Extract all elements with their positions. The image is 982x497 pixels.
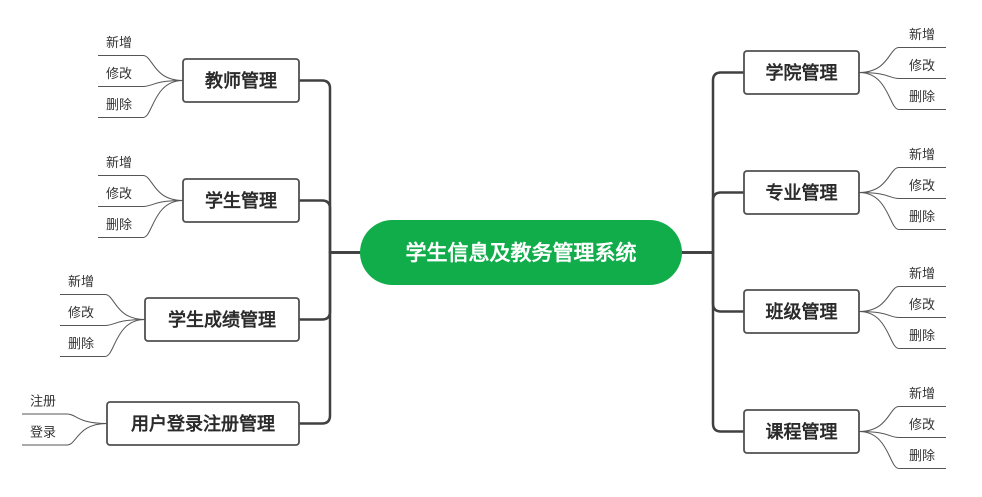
left-branch-0-box	[182, 58, 300, 103]
left-branch-1-box	[182, 178, 300, 223]
right-branch-2-leaf-0-connector	[858, 286, 946, 312]
left-branch-2-box	[144, 297, 300, 342]
left-branch-1-leaf-0-connector	[98, 175, 184, 201]
right-branch-0-leaf-1[interactable]: 修改	[909, 59, 935, 74]
right-branch-0-leaf-1-connector	[858, 72, 946, 79]
left-branch-0-node[interactable]: 教师管理	[182, 58, 300, 103]
right-branch-1-connector	[680, 191, 746, 254]
right-branch-3-leaf-0[interactable]: 新增	[909, 386, 935, 402]
root-node-label: 学生信息及教务管理系统	[406, 241, 637, 265]
right-branch-1-box	[743, 170, 860, 215]
left-branch-0-leaf-2-connector	[98, 80, 184, 118]
right-branch-1-node[interactable]: 专业管理	[743, 170, 860, 215]
right-branch-3-box	[743, 409, 860, 454]
right-branch-2-node[interactable]: 班级管理	[743, 289, 860, 334]
right-branch-0-leaf-2[interactable]: 删除	[909, 90, 935, 105]
left-branch-0-leaf-1[interactable]: 修改	[106, 67, 132, 82]
right-branch-3-connector	[680, 251, 746, 433]
left-branch-1-leaf-0[interactable]: 新增	[106, 155, 132, 171]
leaves-layer: 新增修改删除新增修改删除新增修改删除注册登录新增修改删除新增修改删除新增修改删除…	[22, 27, 946, 469]
left-branch-3-leaf-1[interactable]: 登录	[30, 426, 56, 441]
right-branch-3-node[interactable]: 课程管理	[743, 409, 860, 454]
left-branch-3-label: 用户登录注册管理	[131, 413, 275, 435]
right-branch-0-box	[743, 50, 860, 95]
left-branch-1-leaf-1[interactable]: 修改	[106, 187, 132, 202]
left-branch-2-leaf-2-connector	[60, 319, 146, 357]
left-branch-2-leaf-1-connector	[60, 319, 146, 326]
left-branch-1-leaf-2-connector	[98, 200, 184, 238]
right-branch-1-leaf-2-connector	[858, 192, 946, 230]
left-branch-0-label: 教师管理	[205, 70, 277, 92]
left-branch-2-label: 学生成绩管理	[168, 309, 276, 331]
right-branch-3-leaf-2-connector	[858, 431, 946, 469]
right-branch-3-leaf-0-connector	[858, 406, 946, 432]
left-branch-0-leaf-1-connector	[98, 80, 184, 87]
root-node-box	[360, 220, 682, 285]
left-branch-2-leaf-1[interactable]: 修改	[68, 306, 94, 321]
left-branch-3-leaf-0-connector	[22, 413, 108, 424]
right-branch-2-leaf-2-connector	[858, 311, 946, 349]
left-branch-2-node[interactable]: 学生成绩管理	[144, 297, 300, 342]
left-branch-0-leaf-2[interactable]: 删除	[106, 98, 132, 113]
left-branch-0-leaf-0-connector	[98, 55, 184, 81]
left-branch-1-node[interactable]: 学生管理	[182, 178, 300, 223]
right-branch-1-leaf-1[interactable]: 修改	[909, 179, 935, 194]
right-branch-0-node[interactable]: 学院管理	[743, 50, 860, 95]
right-branch-2-box	[743, 289, 860, 334]
right-branch-2-leaf-1-connector	[858, 311, 946, 318]
right-branch-3-leaf-1[interactable]: 修改	[909, 418, 935, 433]
right-branch-2-leaf-0[interactable]: 新增	[909, 266, 935, 282]
right-branch-3-label: 课程管理	[766, 421, 838, 443]
left-branch-3-leaf-0[interactable]: 注册	[30, 395, 56, 410]
left-branch-1-leaf-1-connector	[98, 200, 184, 207]
left-branch-3-box	[106, 401, 300, 446]
left-branch-2-leaf-0-connector	[60, 294, 146, 320]
left-branch-2-leaf-2[interactable]: 删除	[68, 337, 94, 352]
left-branch-0-leaf-0[interactable]: 新增	[106, 35, 132, 51]
right-branch-0-leaf-0[interactable]: 新增	[909, 27, 935, 43]
right-branch-1-leaf-1-connector	[858, 192, 946, 199]
left-branch-1-label: 学生管理	[205, 190, 277, 212]
left-branch-1-leaf-2[interactable]: 删除	[106, 218, 132, 233]
right-branch-0-label: 学院管理	[766, 62, 838, 84]
right-branch-2-leaf-1[interactable]: 修改	[909, 298, 935, 313]
right-branch-1-leaf-0-connector	[858, 167, 946, 193]
connectors-layer	[297, 71, 746, 433]
right-branch-1-leaf-0[interactable]: 新增	[909, 147, 935, 163]
left-branch-3-connector	[297, 251, 362, 425]
right-branch-2-label: 班级管理	[766, 301, 838, 323]
right-branch-0-leaf-0-connector	[858, 47, 946, 73]
right-branch-3-leaf-2[interactable]: 删除	[909, 449, 935, 464]
left-branch-2-leaf-0[interactable]: 新增	[68, 274, 94, 290]
left-branch-0-connector	[297, 79, 362, 254]
right-branch-1-label: 专业管理	[766, 182, 838, 204]
right-branch-2-leaf-2[interactable]: 删除	[909, 329, 935, 344]
left-branch-3-node[interactable]: 用户登录注册管理	[106, 401, 300, 446]
right-branch-3-leaf-1-connector	[858, 431, 946, 438]
right-branch-0-connector	[680, 71, 746, 254]
left-branch-1-connector	[297, 199, 362, 254]
root-node[interactable]: 学生信息及教务管理系统	[360, 220, 682, 285]
right-branch-0-leaf-2-connector	[858, 72, 946, 110]
left-branch-3-leaf-1-connector	[22, 423, 108, 446]
right-branch-1-leaf-2[interactable]: 删除	[909, 210, 935, 225]
